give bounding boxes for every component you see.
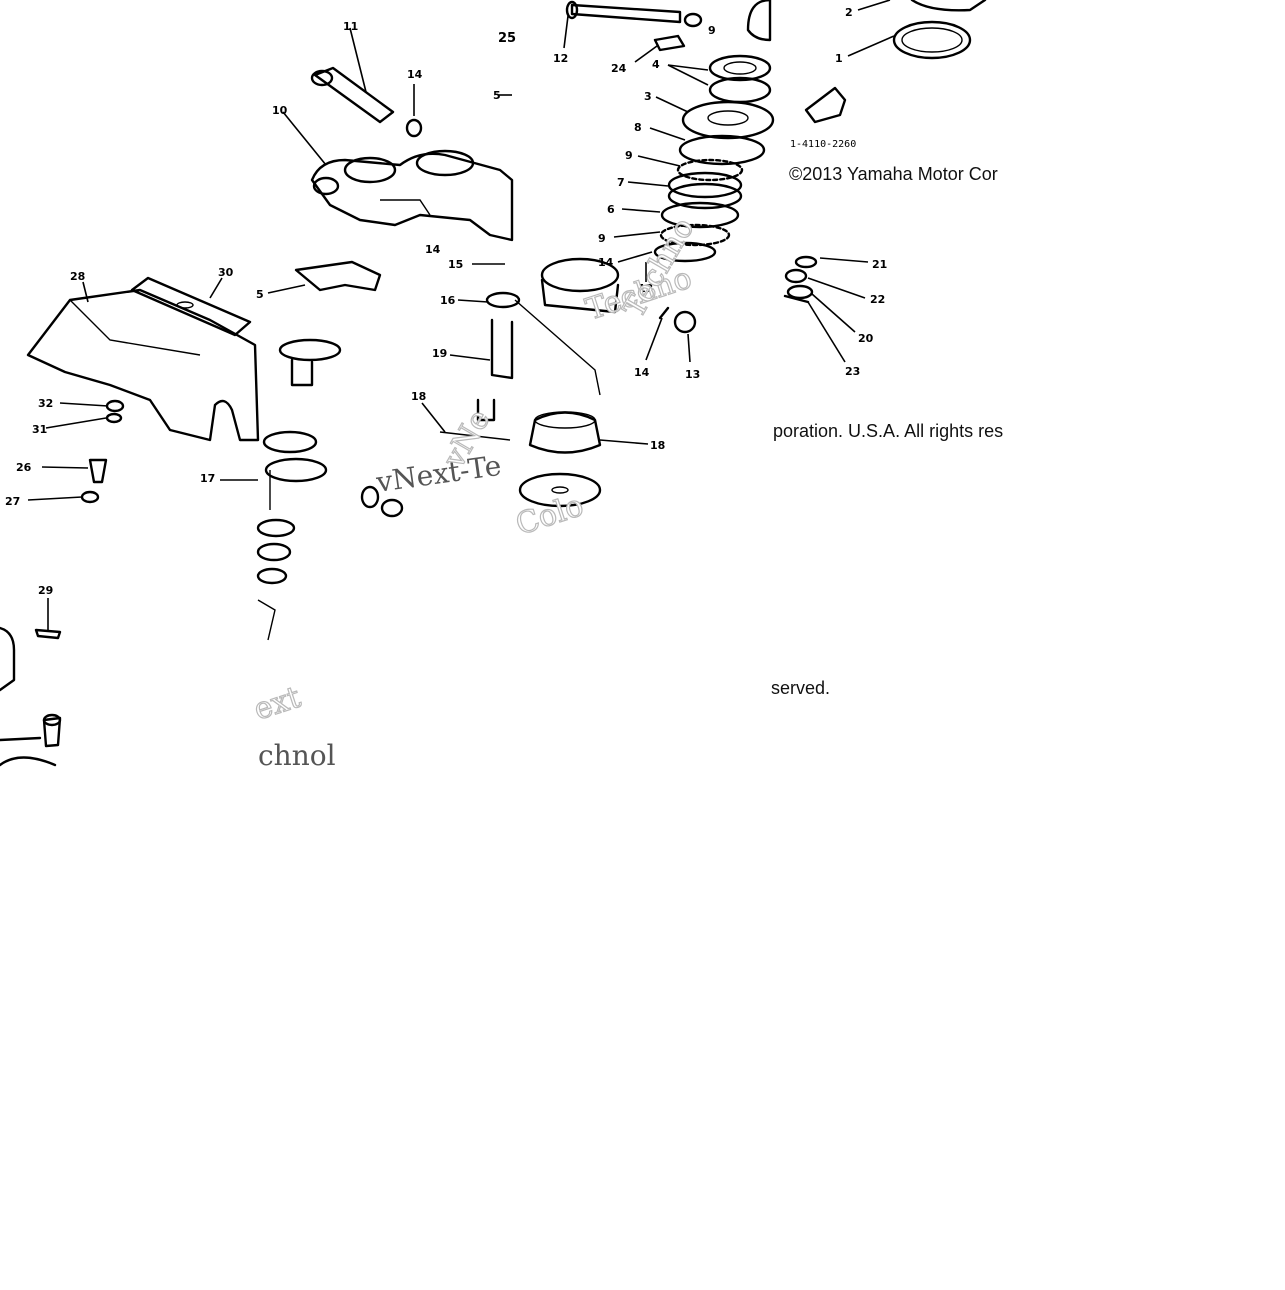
callout-32: 32 <box>38 397 53 410</box>
callout-15: 15 <box>448 258 463 271</box>
callout-2: 2 <box>845 6 853 19</box>
part-10-top-bracket <box>310 149 514 242</box>
callout-28: 28 <box>70 270 85 283</box>
part-4-ring-nuts <box>708 54 772 104</box>
callout-30: 30 <box>218 266 234 279</box>
part-28-cover <box>26 288 260 442</box>
part-24-plate <box>653 34 686 52</box>
part-30-plate <box>130 276 252 337</box>
callout-14: 14 <box>407 68 423 81</box>
callout-25: 25 <box>498 31 516 46</box>
callout-20: 20 <box>858 332 874 345</box>
callout-4: 4 <box>652 58 660 71</box>
part-5-bracket <box>294 260 382 292</box>
part-3-washer <box>681 100 775 140</box>
callout-23: 23 <box>845 365 860 378</box>
callout-14-low: 14 <box>634 366 650 379</box>
callout-10: 10 <box>272 104 288 117</box>
callout-31: 31 <box>32 423 47 436</box>
callout-26: 26 <box>16 461 32 474</box>
callout-1: 1 <box>835 52 843 65</box>
callout-24: 24 <box>611 62 627 75</box>
callout-27: 27 <box>5 495 20 508</box>
callout-17: 17 <box>200 472 215 485</box>
under-bracket-group: 5 14 15 16 19 18 17 <box>200 243 521 518</box>
callout-21: 21 <box>872 258 887 271</box>
part-stem-bolt <box>278 338 342 387</box>
callout-6: 6 <box>607 203 615 216</box>
part-11-long-bolt <box>310 66 395 124</box>
callout-22: 22 <box>870 293 885 306</box>
callout-5-bracket: 5 <box>256 288 264 301</box>
bearing-stack-group: 12 24 9 4 3 8 <box>553 0 775 295</box>
watermark-chnol: chnol <box>258 739 336 772</box>
part-26-screw <box>88 458 108 484</box>
small-parts-group: 21 22 20 23 poration. U.S.A. All rights … <box>773 255 1003 441</box>
callout-9-upper: 9 <box>625 149 633 162</box>
callout-18-cap: 18 <box>650 439 665 452</box>
copyright-line-3: served. <box>771 678 830 698</box>
callout-5: 5 <box>493 89 501 102</box>
copyright-line-2: poration. U.S.A. All rights res <box>773 421 1003 441</box>
part-12-bolt <box>565 0 682 24</box>
callout-12: 12 <box>553 52 568 65</box>
part-clamp <box>540 257 620 314</box>
drawing-number: 1-4110-2260 <box>790 139 856 150</box>
headlight-cover-group: 28 30 32 31 26 27 <box>5 266 260 508</box>
callout-11: 11 <box>343 20 358 33</box>
callout-3: 3 <box>644 90 652 103</box>
part-14-nut <box>405 118 423 138</box>
watermark-ext: ext <box>250 680 305 728</box>
callout-13-low: 13 <box>685 368 700 381</box>
callout-7: 7 <box>617 176 625 189</box>
part-18-cap <box>528 411 602 454</box>
lower-left-group: 29 <box>0 518 296 767</box>
callout-13-stack: 13 <box>638 282 653 295</box>
callout-18: 18 <box>411 390 426 403</box>
top-bracket-group: 11 14 10 25 5 <box>272 20 516 242</box>
callout-8: 8 <box>634 121 642 134</box>
callout-29: 29 <box>38 584 53 597</box>
watermark-techno-2: Techno <box>617 212 702 324</box>
callout-9-lower: 9 <box>598 232 606 245</box>
seal-group: 1 2 1-4110-2260 ©2013 Yamaha Motor Cor <box>789 0 998 184</box>
callout-19: 19 <box>432 347 447 360</box>
callout-9-top: 9 <box>708 24 716 37</box>
callout-16: 16 <box>440 294 456 307</box>
callout-14-mid: 14 <box>425 243 441 256</box>
watermark-layer: Techno vNext-Te ext chnol vNe Colo Techn… <box>249 212 702 772</box>
clamp-group: 18 14 13 <box>514 257 700 508</box>
copyright-line-1: ©2013 Yamaha Motor Cor <box>789 164 998 184</box>
